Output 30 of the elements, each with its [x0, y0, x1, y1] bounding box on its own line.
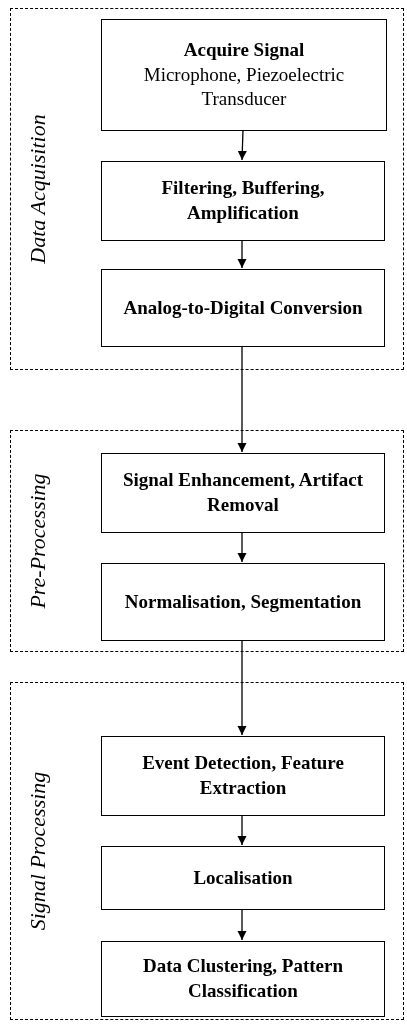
section-title: Data Acquisition	[25, 114, 51, 264]
step-title: Data Clustering, Pattern Classification	[142, 954, 344, 1003]
step-detail: Microphone, Piezoelectric Transducer	[142, 62, 346, 112]
group-frame	[10, 8, 404, 370]
step-title: Normalisation, Segmentation	[124, 589, 362, 614]
process-box	[101, 941, 385, 1017]
arrow	[237, 639, 247, 736]
arrow	[237, 531, 247, 563]
process-box	[101, 846, 385, 910]
process-box	[101, 563, 385, 641]
step-title: Signal Enhancement, Artifact Removal	[121, 468, 365, 517]
process-box	[101, 736, 385, 816]
group-frame	[10, 682, 404, 1020]
process-box	[101, 161, 385, 241]
step-title: Acquire Signal	[183, 37, 305, 62]
arrow	[237, 814, 247, 846]
step-title: Filtering, Buffering, Amplification	[160, 176, 326, 225]
step-title: Localisation	[193, 865, 293, 890]
step-title: Event Detection, Feature Extraction	[141, 751, 345, 800]
section-title: Pre-Processing	[25, 473, 51, 609]
step-title: Analog-to-Digital Conversion	[123, 295, 363, 320]
group-frame	[10, 430, 404, 652]
process-box	[101, 19, 387, 131]
arrow	[237, 239, 247, 269]
arrow	[237, 129, 247, 161]
section-title: Signal Processing	[25, 771, 51, 931]
arrow	[237, 908, 247, 941]
arrow	[237, 345, 247, 453]
process-box	[101, 453, 385, 533]
process-box	[101, 269, 385, 347]
